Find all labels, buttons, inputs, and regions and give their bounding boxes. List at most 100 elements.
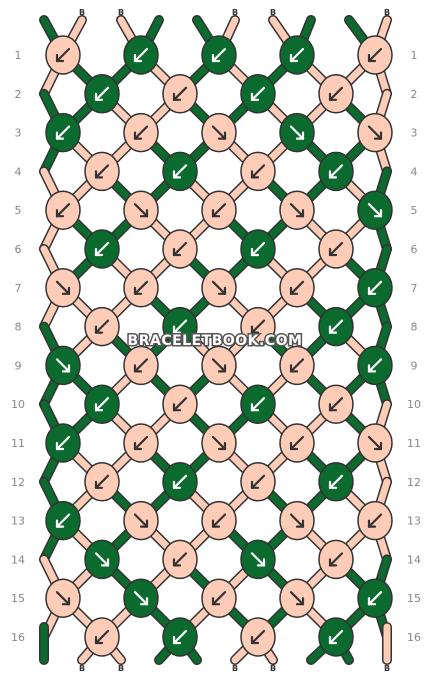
knot [84, 539, 120, 580]
knot [318, 462, 354, 502]
knot [201, 112, 237, 153]
knot [279, 578, 315, 618]
knot [201, 345, 237, 386]
knot [279, 345, 315, 386]
arrow-down-left-icon [172, 319, 188, 334]
row-label-left: 13 [11, 515, 25, 528]
knot [240, 151, 276, 192]
arrow-down-right-icon [367, 435, 383, 451]
knot [357, 268, 393, 308]
knot [318, 151, 354, 192]
row-label-right: 5 [411, 204, 418, 217]
arrow-down-right-icon [55, 358, 71, 373]
bottom-string-label: B [118, 664, 124, 673]
row-label-right: 9 [411, 359, 418, 372]
arrow-down-left-icon [211, 591, 227, 606]
knot [279, 190, 315, 230]
arrow-down-right-icon [289, 125, 305, 140]
watermark-text: BRACELETBOOK.COM [128, 333, 303, 349]
arrow-down-right-icon [55, 280, 71, 295]
row-label-left: 16 [11, 631, 25, 644]
row-label-left: 7 [15, 282, 22, 295]
arrow-down-left-icon [55, 203, 71, 218]
knot [162, 74, 198, 114]
knot [318, 229, 354, 269]
row-label-right: 6 [411, 243, 418, 256]
arrow-down-left-icon [328, 241, 344, 257]
row-label-right: 11 [407, 437, 421, 450]
top-string-label: A [346, 8, 353, 17]
bottom-string-label: A [194, 664, 201, 673]
arrow-down-left-icon [172, 86, 188, 101]
arrow-down-right-icon [211, 358, 227, 373]
arrow-down-left-icon [172, 629, 188, 645]
arrow-down-left-icon [250, 241, 266, 257]
arrow-down-left-icon [55, 513, 71, 528]
arrow-down-left-icon [133, 358, 149, 373]
bottom-string-label: A [41, 664, 48, 673]
arrow-down-left-icon [55, 47, 71, 63]
knot [357, 112, 393, 153]
arrow-down-left-icon [328, 629, 344, 645]
row-label-right: 15 [407, 592, 421, 605]
arrow-down-right-icon [367, 125, 383, 140]
arrow-down-left-icon [211, 513, 227, 528]
knot [123, 112, 159, 153]
arrow-down-right-icon [133, 591, 149, 606]
knot [240, 229, 276, 269]
top-string-label: A [156, 8, 163, 17]
arrow-down-left-icon [94, 397, 110, 412]
knot [357, 345, 393, 386]
arrow-down-left-icon [211, 203, 227, 218]
arrow-down-left-icon [367, 513, 383, 528]
row-label-right: 3 [411, 127, 418, 140]
arrow-down-left-icon [367, 280, 383, 295]
row-label-left: 2 [15, 88, 22, 101]
arrow-down-left-icon [172, 397, 188, 412]
knot [201, 578, 237, 618]
row-label-right: 7 [411, 282, 418, 295]
knot [123, 268, 159, 308]
knot [162, 229, 198, 269]
arrow-down-left-icon [328, 164, 344, 179]
bottom-string-label: A [156, 664, 163, 673]
knot [162, 462, 198, 502]
knot [279, 423, 315, 463]
arrow-down-left-icon [328, 397, 344, 412]
arrow-down-left-icon [250, 474, 266, 489]
knot [279, 35, 315, 75]
knot [123, 500, 159, 541]
arrow-down-right-icon [211, 435, 227, 451]
top-string-label: B [79, 8, 85, 17]
arrow-down-left-icon [250, 629, 266, 645]
knot [318, 306, 354, 347]
knot [318, 617, 354, 657]
top-string-label: B [270, 8, 276, 17]
bottom-string-label: A [308, 664, 315, 673]
knot [318, 384, 354, 424]
arrow-down-right-icon [367, 203, 383, 218]
arrow-down-left-icon [328, 474, 344, 489]
row-label-right: 8 [411, 321, 418, 334]
knot [123, 35, 159, 75]
top-string-label: B [118, 8, 124, 17]
arrow-down-left-icon [172, 164, 188, 179]
bottom-string-label: B [79, 664, 85, 673]
knot [357, 578, 393, 618]
knot [279, 112, 315, 153]
knot [84, 384, 120, 424]
arrow-down-left-icon [250, 319, 266, 334]
knot [201, 423, 237, 463]
knot [201, 500, 237, 541]
row-label-right: 14 [407, 553, 421, 566]
arrow-down-right-icon [289, 513, 305, 528]
arrow-down-left-icon [289, 435, 305, 451]
knot [45, 578, 81, 618]
arrow-down-left-icon [172, 552, 188, 567]
knot [240, 74, 276, 114]
bottom-string-label: B [270, 664, 276, 673]
row-label-right: 2 [411, 88, 418, 101]
arrow-down-left-icon [328, 552, 344, 567]
knot [84, 617, 120, 657]
knot-layer [45, 35, 393, 657]
